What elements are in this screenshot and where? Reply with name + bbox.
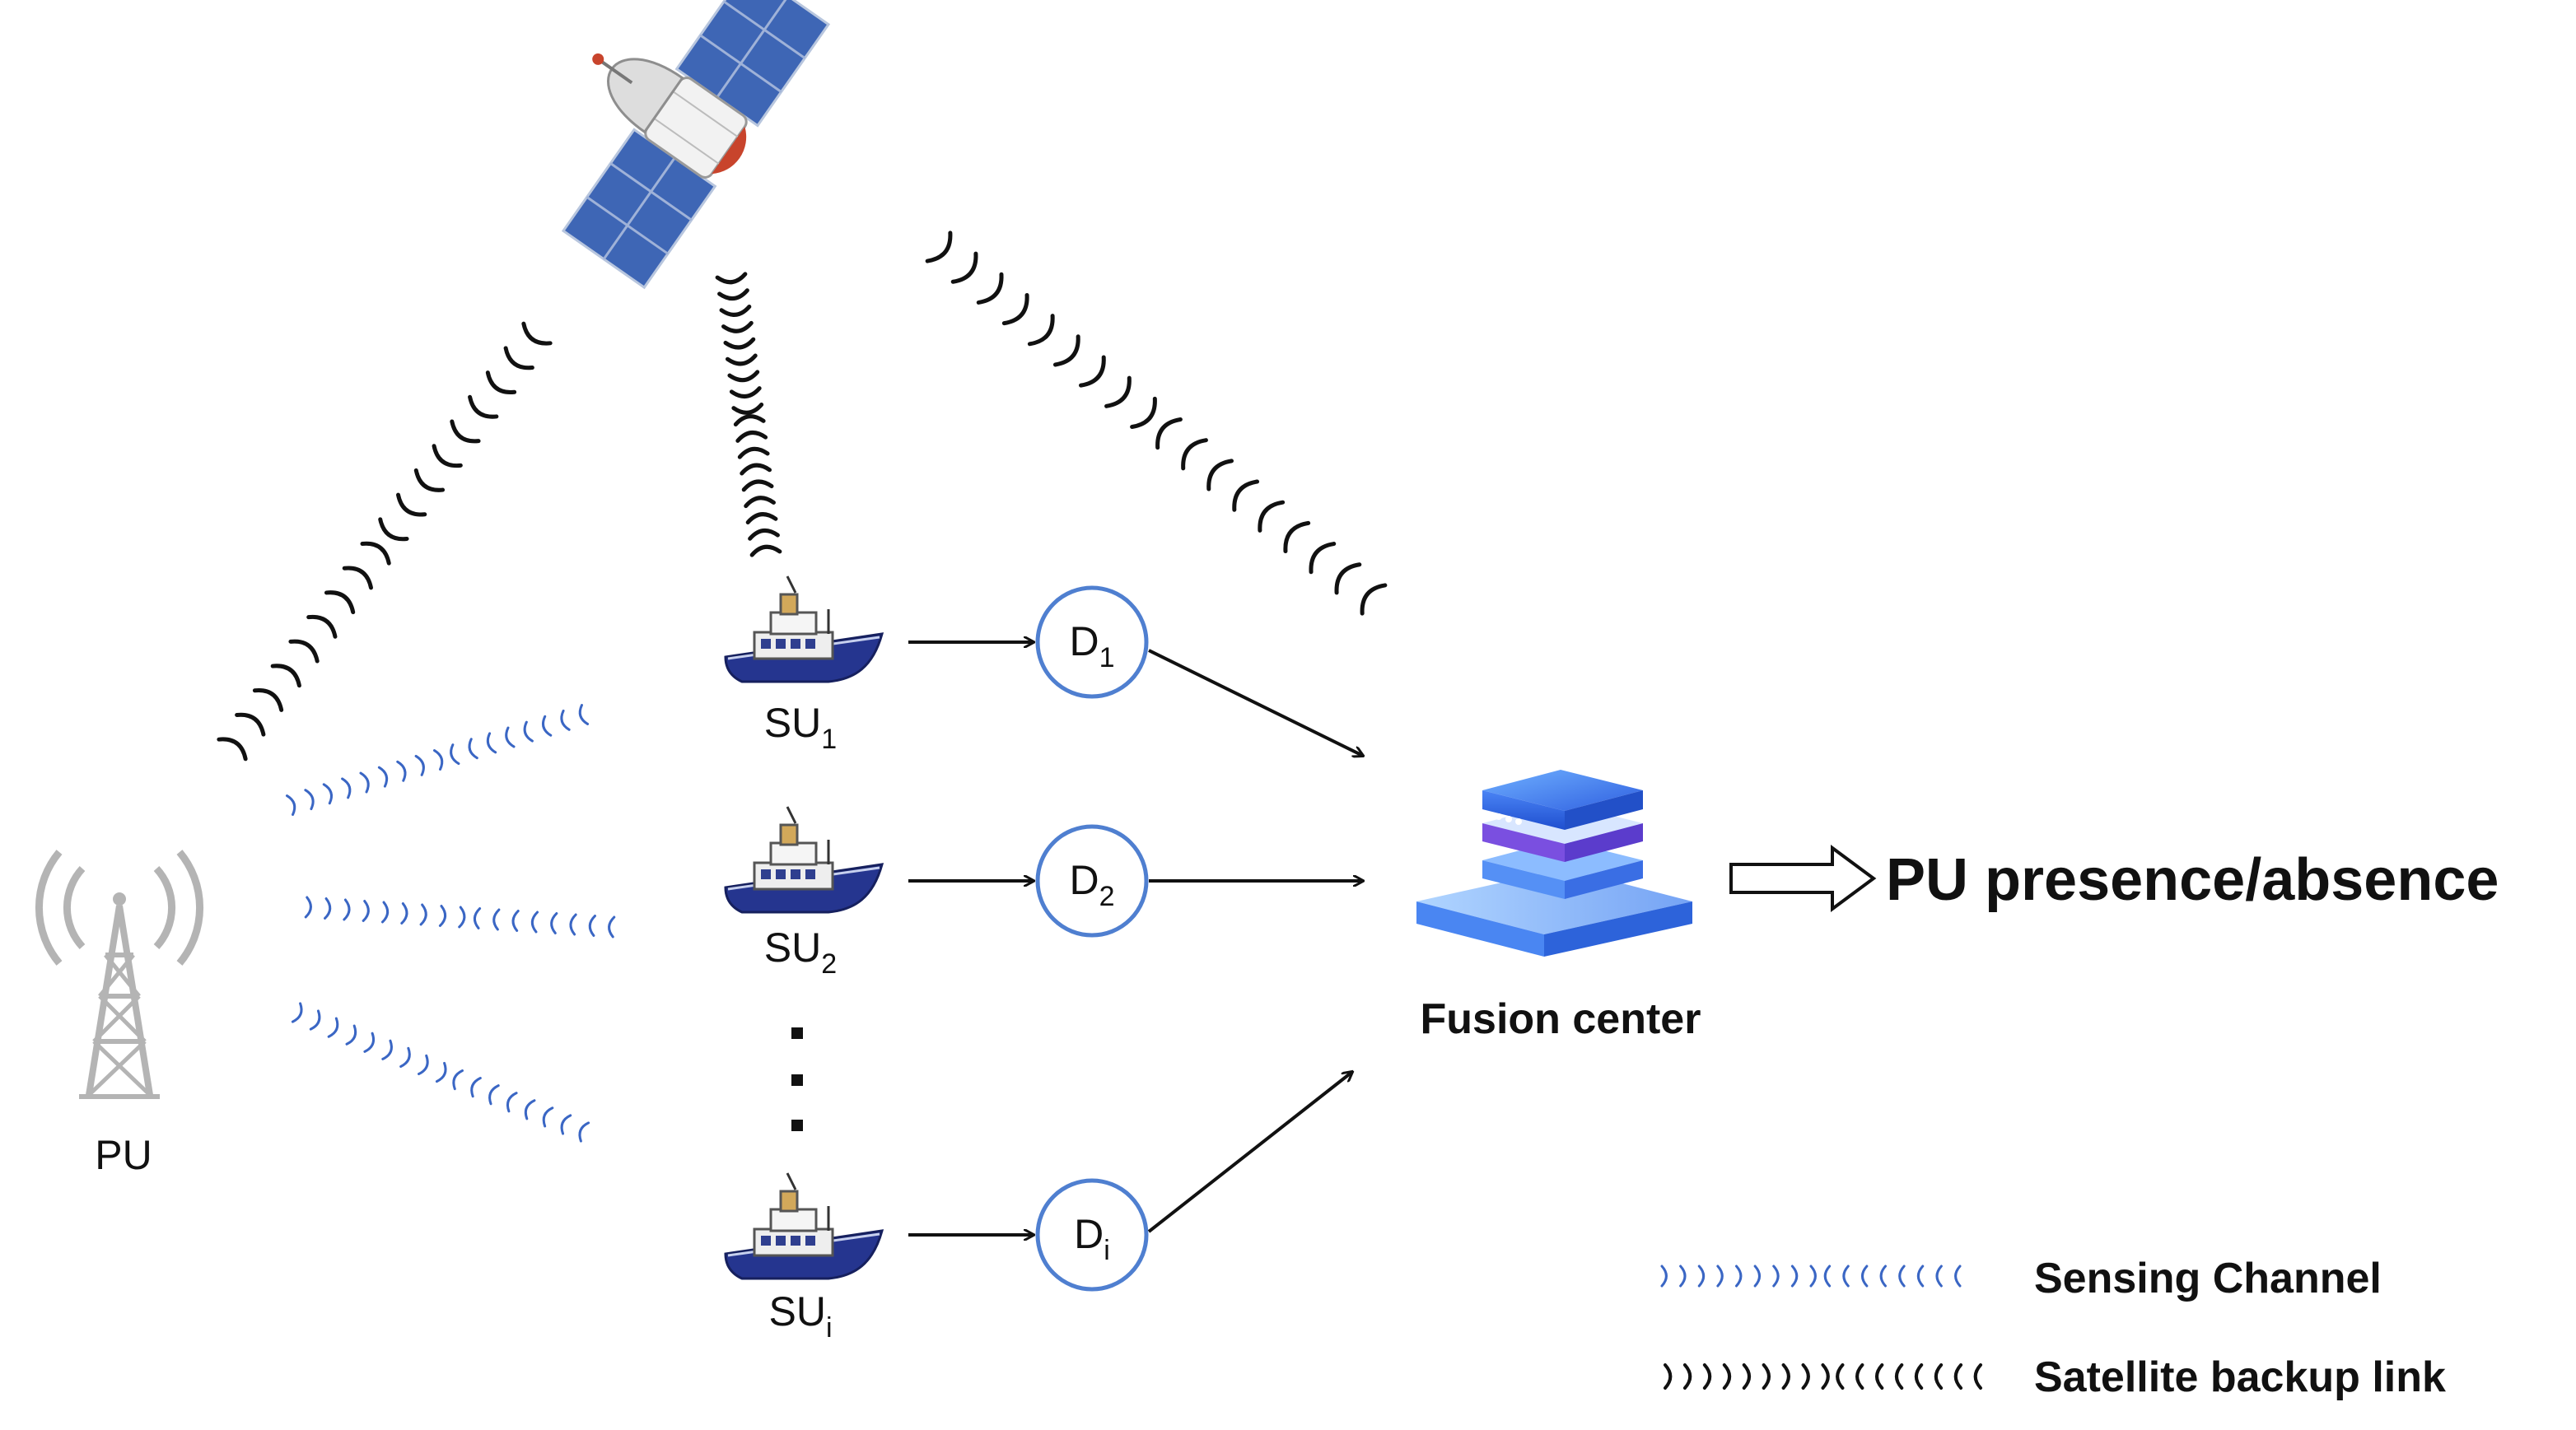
decision-node <box>1035 585 1149 699</box>
sensing-channel-1 <box>285 704 590 816</box>
satellite-link-su <box>715 272 782 557</box>
decision-label: D2 <box>1069 857 1114 912</box>
ship-icon <box>724 806 884 914</box>
legend: Sensing Channel Satellite backup link <box>1660 1255 2446 1401</box>
decision-label: Di <box>1074 1211 1110 1266</box>
satellite-link-fusion <box>925 231 1388 616</box>
legend-sensing-label: Sensing Channel <box>2034 1255 2382 1302</box>
sensing-channel-2 <box>304 896 616 939</box>
ship-icon <box>724 1172 884 1280</box>
pu-label: PU <box>95 1132 152 1178</box>
pu-tower-icon <box>35 850 204 1099</box>
decision-node <box>1035 1178 1149 1292</box>
decision-to-fusion-arrow <box>1148 649 1363 756</box>
legend-sensing-swatch <box>1660 1265 1962 1288</box>
su-label: SU2 <box>764 925 837 980</box>
satellite-link-pu <box>217 321 553 762</box>
legend-satellite-wave <box>1664 1363 1982 1390</box>
ship-icon <box>724 575 884 683</box>
legend-satellite-label: Satellite backup link <box>2034 1353 2446 1401</box>
wave-links <box>217 231 1388 1143</box>
decision-node <box>1035 824 1149 938</box>
output-label: PU presence/absence <box>1886 847 2499 913</box>
sensing-channel-i <box>291 1002 590 1143</box>
fusion-center-label: Fusion center <box>1421 995 1701 1043</box>
decision-to-fusion-arrow <box>1147 1072 1352 1233</box>
ellipsis-dots <box>791 1027 803 1131</box>
satellite-icon <box>561 0 831 290</box>
legend-satellite-swatch <box>1664 1363 1982 1390</box>
fusion-center-icon <box>1416 770 1692 957</box>
solar-panel-right <box>561 128 717 290</box>
su-label: SUi <box>768 1288 832 1344</box>
legend-sensing-wave <box>1660 1265 1962 1288</box>
su-ships: SU1 SU2 SUi <box>724 575 884 1344</box>
output-arrow <box>1729 845 1877 912</box>
decision-label: D1 <box>1069 618 1114 673</box>
su-label: SU1 <box>764 700 837 755</box>
